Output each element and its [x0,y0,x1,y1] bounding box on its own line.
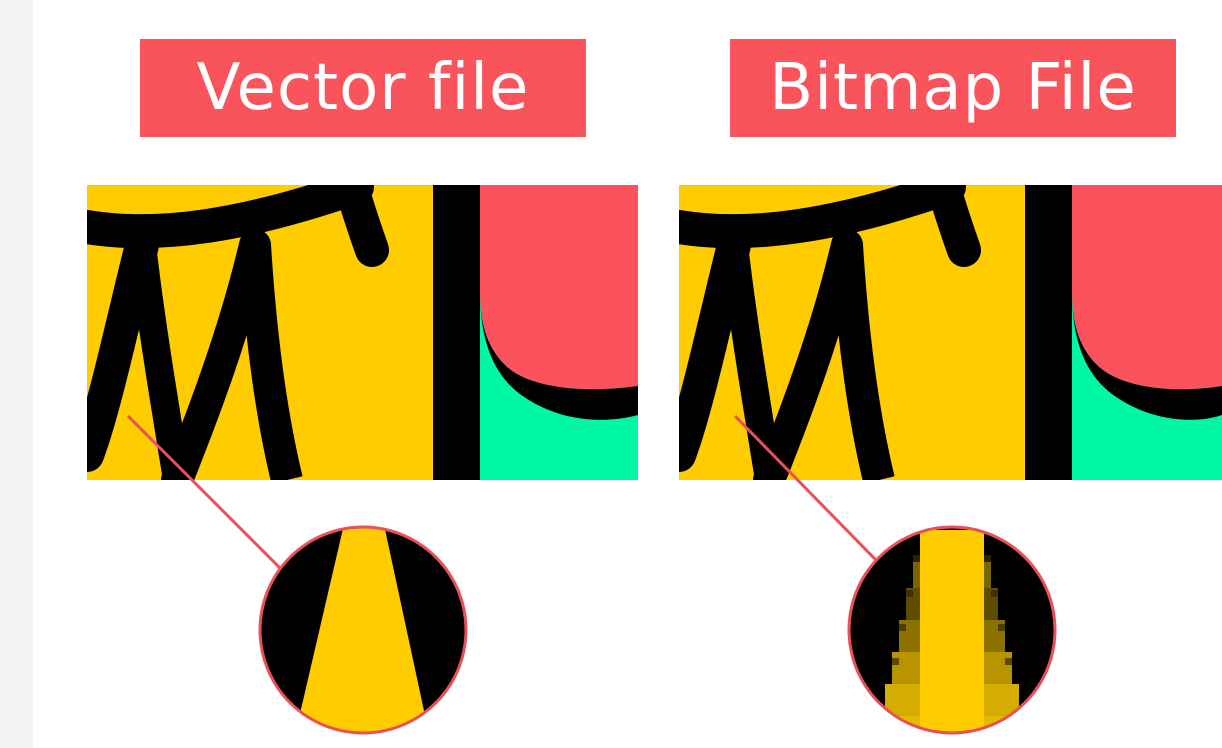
bitmap-file-title: Bitmap File [730,39,1176,137]
bitmap-panel [679,185,1222,480]
vector-file-title: Vector file [140,39,586,137]
vector-magnifier [258,525,468,735]
bitmap-magnifier [847,525,1057,735]
left-gutter [0,0,33,748]
vector-panel [87,185,638,480]
